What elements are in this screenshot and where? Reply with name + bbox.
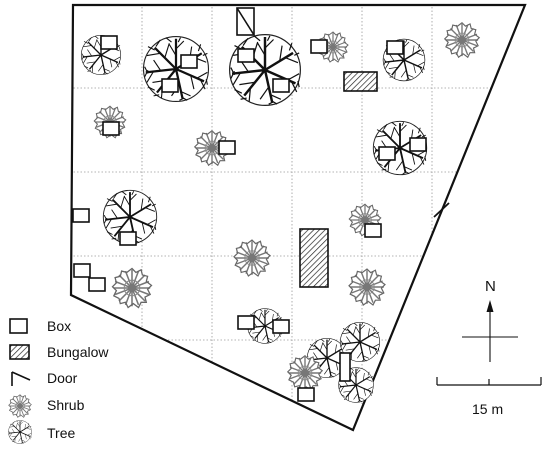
box-marker [180, 54, 198, 69]
box-marker [218, 140, 236, 155]
box-marker [237, 48, 255, 63]
box-marker [297, 387, 315, 402]
box-marker [88, 277, 106, 292]
box-marker [386, 40, 404, 55]
shrub-marker [348, 268, 386, 306]
north-label: N [485, 278, 496, 295]
shrub-marker [111, 267, 153, 309]
box-marker [339, 352, 351, 382]
north-arrow: N [462, 278, 518, 362]
legend-item-shrub: Shrub [8, 394, 85, 418]
scale-bar [436, 377, 542, 386]
shrub-icon [8, 394, 32, 418]
box-marker [272, 78, 290, 93]
box-marker [102, 121, 120, 136]
box-marker [72, 208, 90, 223]
plot-boundary [69, 3, 527, 432]
box-marker [100, 35, 118, 50]
door-marker [236, 7, 255, 36]
legend-label-bungalow: Bungalow [47, 344, 109, 360]
bungalow-marker [299, 228, 329, 288]
legend-item-bungalow: Bungalow [9, 344, 109, 360]
door-icon [11, 371, 31, 386]
box-marker [272, 319, 290, 334]
legend-label-shrub: Shrub [47, 397, 85, 413]
boxes [72, 35, 427, 402]
box-marker [310, 39, 328, 54]
door-marker [433, 202, 450, 218]
legend: Box Bungalow Door Shrub Tree [7, 318, 109, 445]
tree-icon [7, 419, 33, 445]
legend-label-door: Door [47, 370, 78, 386]
box-marker [73, 263, 91, 278]
box-marker [161, 78, 179, 93]
bungalow-icon [9, 344, 30, 360]
box-marker [237, 315, 255, 330]
legend-label-box: Box [47, 318, 71, 334]
box-marker [119, 231, 137, 246]
legend-item-door: Door [11, 370, 78, 386]
box-marker [378, 146, 396, 161]
box-marker [364, 223, 382, 238]
legend-item-box: Box [9, 318, 71, 334]
scale-bar-label: 15 m [472, 401, 503, 417]
box-marker [409, 137, 427, 152]
legend-label-tree: Tree [47, 425, 75, 441]
legend-item-tree: Tree [7, 419, 75, 445]
shrub-marker [444, 22, 480, 58]
shrub-marker [233, 239, 271, 277]
bungalow-marker [343, 71, 378, 92]
arrowhead-icon [486, 300, 494, 312]
tree-marker [228, 33, 302, 107]
box-icon [9, 318, 28, 334]
